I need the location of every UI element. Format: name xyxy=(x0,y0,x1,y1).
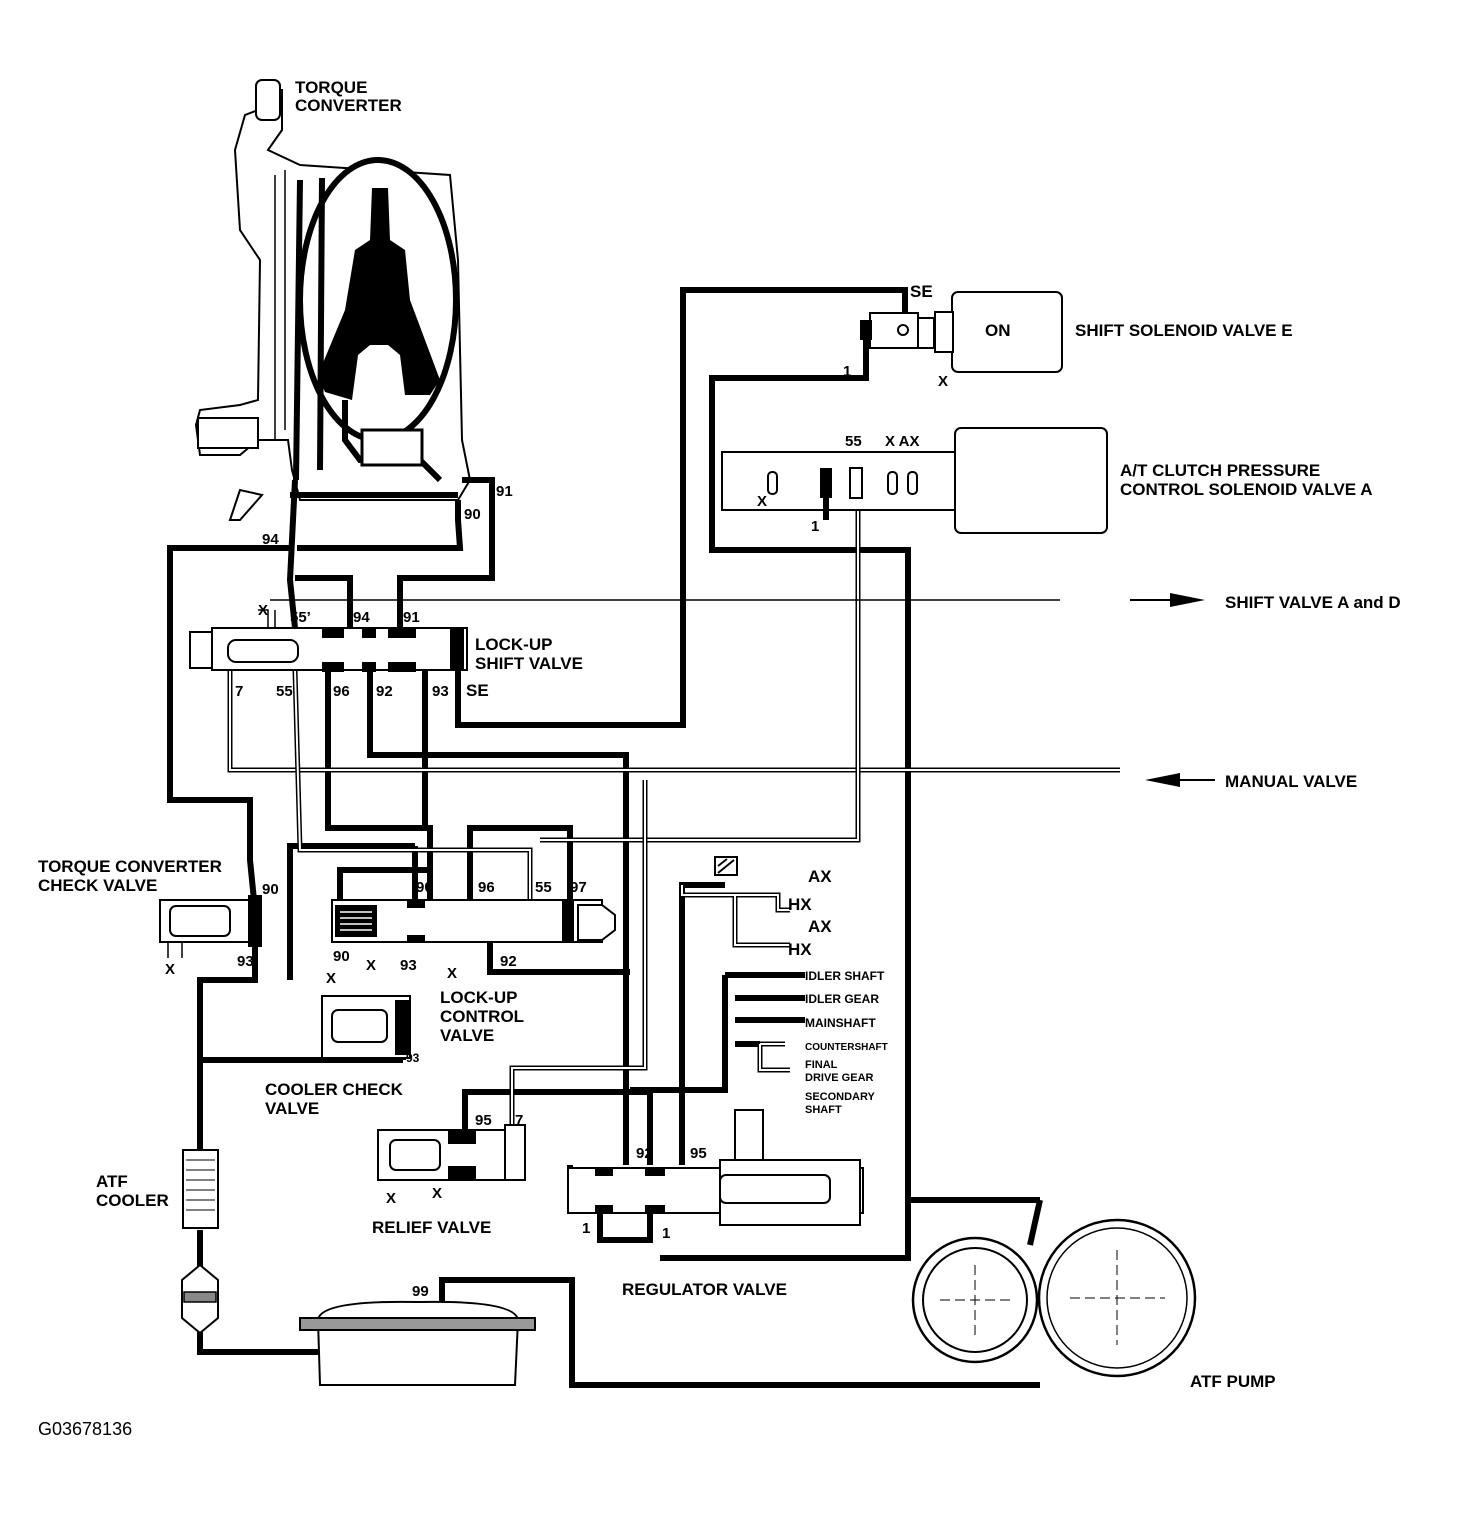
lube-idler-shaft: IDLER SHAFT xyxy=(805,969,885,983)
port-55-lc: 55 xyxy=(535,879,552,896)
lube-countershaft: COUNTERSHAFT xyxy=(805,1042,888,1053)
port-55p: 55’ xyxy=(290,609,311,626)
port-97-lc: 97 xyxy=(570,879,587,896)
port-x-clutch: X xyxy=(757,493,767,510)
exhaust-ax-1: AX xyxy=(808,867,832,886)
port-93-tc: 93 xyxy=(237,953,254,970)
regulator-valve xyxy=(567,1109,864,1226)
port-92-lcb: 92 xyxy=(500,953,517,970)
port-90-tc: 90 xyxy=(262,881,279,898)
port-90-top: 90 xyxy=(464,506,481,523)
atf-reservoir xyxy=(299,1300,536,1386)
lube-idler-gear: IDLER GEAR xyxy=(805,992,879,1006)
port-x-tc: X xyxy=(165,961,175,978)
port-se-top: SE xyxy=(910,282,933,301)
port-x-shift: X xyxy=(258,602,268,619)
port-94-top: 94 xyxy=(262,531,279,548)
solenoid-state-label: ON xyxy=(985,321,1011,340)
torque-converter-check-valve xyxy=(159,895,262,958)
port-92-reg: 92 xyxy=(636,1145,653,1162)
port-7: 7 xyxy=(235,683,243,700)
port-90-lc: 90 xyxy=(416,879,433,896)
port-55-sol: 55 xyxy=(845,433,862,450)
port-93-lcb: 93 xyxy=(400,957,417,974)
regulator-valve-label: REGULATOR VALVE xyxy=(622,1280,787,1299)
port-1-reg2: 1 xyxy=(662,1225,670,1242)
port-55: 55 xyxy=(276,683,293,700)
manual-valve-line-label: MANUAL VALVE xyxy=(1225,772,1357,791)
port-x-lcb: X xyxy=(366,957,376,974)
atf-pump-label: ATF PUMP xyxy=(1190,1372,1276,1391)
port-x-sol: X xyxy=(938,373,948,390)
figure-id: G03678136 xyxy=(38,1419,132,1439)
relief-valve xyxy=(377,1124,526,1181)
port-7-rel: 7 xyxy=(515,1112,523,1129)
port-95-reg: 95 xyxy=(690,1145,707,1162)
exhaust-lines xyxy=(227,495,1120,1125)
port-91: 91 xyxy=(403,609,420,626)
port-93: 93 xyxy=(432,683,449,700)
port-99: 99 xyxy=(412,1283,429,1300)
shift-solenoid-e-label: SHIFT SOLENOID VALVE E xyxy=(1075,321,1293,340)
lockup-control-valve xyxy=(331,899,616,943)
port-x-rel1: X xyxy=(386,1190,396,1207)
port-1-clutch: 1 xyxy=(811,518,819,535)
port-96: 96 xyxy=(333,683,350,700)
port-1-reg1: 1 xyxy=(582,1220,590,1237)
shift-valve-line-label: SHIFT VALVE A and D xyxy=(1225,593,1401,612)
clutch-pressure-solenoid-a xyxy=(721,427,1108,534)
port-94: 94 xyxy=(353,609,370,626)
port-92: 92 xyxy=(376,683,393,700)
atf-cooler xyxy=(181,1149,219,1335)
atf-pump xyxy=(911,1218,1197,1378)
port-x-rel2: X xyxy=(432,1185,442,1202)
port-xax: X AX xyxy=(885,433,919,450)
lockup-shift-valve xyxy=(189,609,468,672)
port-93-cooler: 93 xyxy=(406,1051,420,1065)
port-96-lc: 96 xyxy=(478,879,495,896)
port-90-lcb: 90 xyxy=(333,948,350,965)
torque-converter xyxy=(194,79,472,521)
cooler-check-valve xyxy=(321,995,411,1059)
exhaust-hx-2: HX xyxy=(788,940,812,959)
port-x-cooler: X xyxy=(326,970,336,987)
relief-valve-label: RELIEF VALVE xyxy=(372,1218,491,1237)
port-91-top: 91 xyxy=(496,483,513,500)
port-se: SE xyxy=(466,681,489,700)
flow-arrows xyxy=(1130,593,1215,787)
port-1-sol: 1 xyxy=(843,363,851,380)
exhaust-hx-1: HX xyxy=(788,895,812,914)
port-95-rel: 95 xyxy=(475,1112,492,1129)
port-x-lcb2: X xyxy=(447,965,457,982)
lube-mainshaft: MAINSHAFT xyxy=(805,1016,876,1030)
shift-solenoid-valve-e xyxy=(860,291,1063,373)
exhaust-ax-2: AX xyxy=(808,917,832,936)
vent-symbol xyxy=(714,856,738,876)
